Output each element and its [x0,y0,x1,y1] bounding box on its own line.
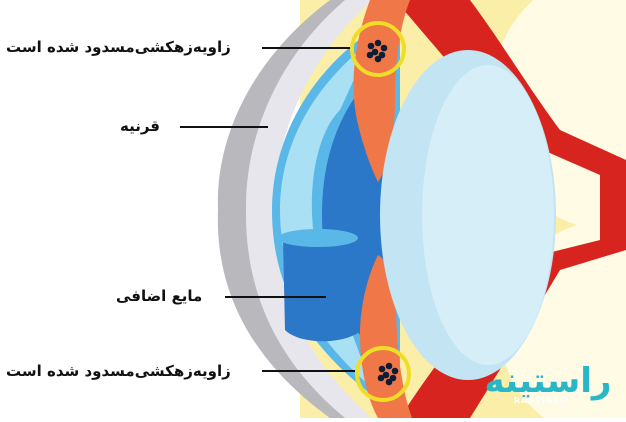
blockage-particle [378,375,385,382]
label-cornea: قرنیه [120,117,160,135]
blockage-particle [386,363,393,370]
blockage-particle [381,45,388,52]
blockage-particle [386,379,393,386]
label-blocked-angle-bottom: زاویه‌زهکشی‌مسدود شده است [6,362,231,380]
rastineh-logo: راستینه [470,340,626,418]
blockage-particle [375,40,382,47]
label-extra-fluid: مایع اضافی [116,287,202,305]
blockage-particle [379,366,386,373]
logo-tagline: RASTINEH [514,396,567,405]
fluid-surface [278,229,358,247]
blockage-particle [367,52,374,59]
blockage-particle [368,43,375,50]
blockage-particle [392,368,399,375]
label-blocked-angle-top: زاویه‌زهکشی‌مسدود شده است [6,38,231,56]
blockage-particle [375,56,382,63]
logo-wordmark: راستینه [485,361,612,401]
lens-shading [422,65,554,365]
